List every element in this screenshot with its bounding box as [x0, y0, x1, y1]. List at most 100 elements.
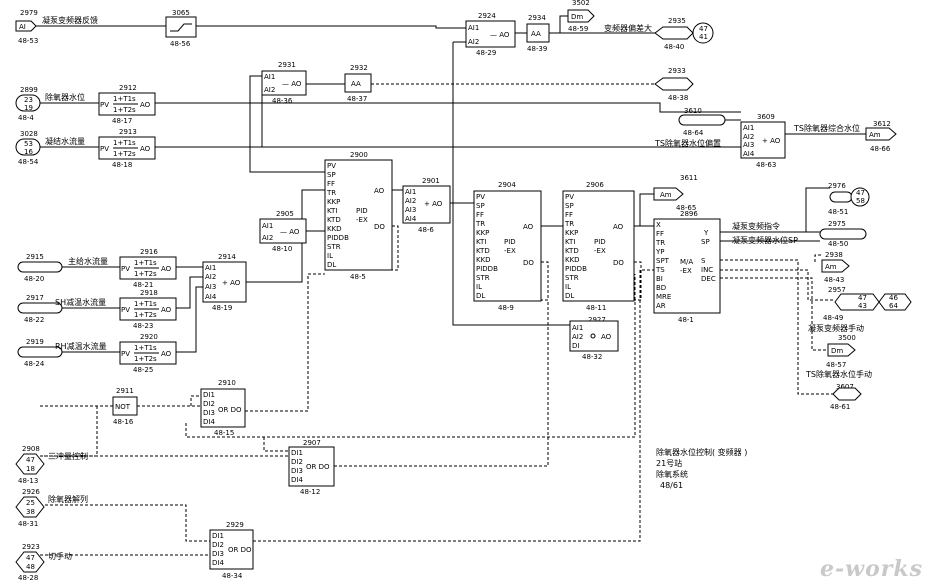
svg-text:2931: 2931 — [278, 61, 296, 69]
svg-text:48-66: 48-66 — [870, 145, 891, 153]
svg-text:48-38: 48-38 — [668, 94, 688, 102]
svg-text:2926: 2926 — [22, 488, 40, 496]
svg-text:48-40: 48-40 — [664, 43, 684, 51]
svg-text:3028: 3028 — [20, 130, 38, 138]
svg-text:3610: 3610 — [684, 107, 702, 115]
svg-text:3609: 3609 — [757, 113, 775, 121]
svg-text:2914: 2914 — [218, 253, 236, 261]
svg-text:AI1: AI1 — [264, 73, 275, 81]
svg-text:三冲量控制: 三冲量控制 — [48, 451, 88, 461]
svg-text:Am: Am — [825, 263, 837, 271]
svg-text:NOT: NOT — [115, 403, 131, 411]
svg-text:1+T2s: 1+T2s — [113, 150, 136, 158]
svg-text:2901: 2901 — [422, 177, 440, 185]
block-2916: 2916 PV 1+T1s 1+T2s AO 48-21 — [119, 248, 177, 289]
svg-text:48-9: 48-9 — [498, 304, 514, 312]
svg-text:2912: 2912 — [119, 84, 137, 92]
svg-text:IL: IL — [565, 283, 571, 291]
svg-text:48-18: 48-18 — [112, 161, 132, 169]
svg-text:AI1: AI1 — [262, 222, 273, 230]
svg-text:48-51: 48-51 — [828, 208, 848, 216]
svg-text:BD: BD — [656, 284, 666, 292]
svg-text:Y: Y — [703, 229, 709, 237]
svg-text:凝泵变频器水位SP: 凝泵变频器水位SP — [732, 235, 798, 245]
output-3610: 3610 48-64 TS除氧器水位偏置 — [654, 107, 726, 148]
svg-text:48-43: 48-43 — [824, 276, 844, 284]
block-2932: 2932 AA 48-37 — [344, 64, 372, 103]
svg-text:DI4: DI4 — [203, 418, 215, 426]
output-2938: 2938 Am 48-43 — [821, 251, 850, 284]
svg-text:TS除氧器水位偏置: TS除氧器水位偏置 — [654, 138, 721, 148]
svg-text:47: 47 — [26, 554, 35, 562]
svg-text:KKD: KKD — [327, 225, 342, 233]
svg-text:48-1: 48-1 — [678, 316, 694, 324]
svg-text:21号站: 21号站 — [656, 458, 682, 468]
svg-text:KKP: KKP — [327, 198, 340, 206]
svg-text:AI4: AI4 — [205, 293, 217, 301]
svg-text:2923: 2923 — [22, 543, 40, 551]
svg-text:43: 43 — [858, 302, 867, 310]
svg-text:1+T1s: 1+T1s — [113, 139, 136, 147]
svg-text:-EX: -EX — [356, 216, 368, 224]
svg-text:IL: IL — [476, 283, 482, 291]
svg-text:MRE: MRE — [656, 293, 671, 301]
block-2905: 2905 AI1 AI2 — AO 48-10 — [259, 210, 307, 253]
svg-text:2979: 2979 — [20, 9, 38, 17]
block-2934: 2934 AA 48-39 — [526, 14, 550, 53]
svg-text:除氧器解列: 除氧器解列 — [48, 494, 88, 504]
svg-text:TR: TR — [475, 220, 485, 228]
svg-text:AO: AO — [161, 265, 172, 273]
svg-text:48-32: 48-32 — [582, 353, 602, 361]
svg-text:2896: 2896 — [680, 210, 698, 218]
svg-text:48/61: 48/61 — [660, 481, 683, 490]
svg-text:2933: 2933 — [668, 67, 686, 75]
svg-text:AI2: AI2 — [743, 133, 754, 141]
svg-text:48-37: 48-37 — [347, 95, 367, 103]
svg-text:48-54: 48-54 — [18, 158, 39, 166]
svg-text:2910: 2910 — [218, 379, 236, 387]
block-2907: 2907 DI1 DI2 DI3 DI4 OR DO 48-12 — [288, 439, 335, 496]
block-2931: 2931 AI1 AI2 — AO 48-36 — [261, 61, 307, 105]
output-2957: 2957 47 43 46 64 48-49 凝泵变频器手动 — [808, 286, 912, 333]
svg-text:2934: 2934 — [528, 14, 546, 22]
svg-text:AI3: AI3 — [743, 141, 754, 149]
svg-text:48-12: 48-12 — [300, 488, 320, 496]
svg-text:1+T1s: 1+T1s — [134, 344, 157, 352]
svg-text:2908: 2908 — [22, 445, 40, 453]
svg-text:KTD: KTD — [327, 216, 341, 224]
svg-text:DI3: DI3 — [212, 550, 224, 558]
svg-text:23: 23 — [24, 96, 33, 104]
block-2924: 2924 AI1 AI2 — AO 48-29 — [465, 12, 516, 57]
block-2927: 2927 AI1 AI2 DI AO 48-32 — [569, 316, 619, 361]
svg-text:-EX: -EX — [680, 267, 692, 275]
svg-text:48-25: 48-25 — [133, 366, 153, 374]
svg-text:INC: INC — [701, 266, 713, 274]
svg-text:PIDDB: PIDDB — [565, 265, 587, 273]
svg-text:FF: FF — [656, 230, 664, 238]
output-3500: 3500 Dm 48-57 TS除氧器水位手动 — [805, 334, 872, 379]
block-2918: 2918 PV 1+T1s 1+T2s AO 48-23 — [119, 289, 177, 330]
svg-text:2907: 2907 — [303, 439, 321, 447]
svg-text:3065: 3065 — [172, 9, 190, 17]
svg-text:46: 46 — [889, 294, 898, 302]
input-2917: 2917 48-22 SH减温水流量 — [17, 294, 106, 324]
svg-text:— AO: — AO — [282, 80, 302, 88]
svg-text:IL: IL — [327, 252, 333, 260]
svg-text:2927: 2927 — [588, 316, 606, 324]
svg-text:1+T1s: 1+T1s — [134, 300, 157, 308]
svg-text:AA: AA — [351, 80, 361, 88]
svg-text:48-24: 48-24 — [24, 360, 45, 368]
svg-text:SP: SP — [701, 238, 710, 246]
svg-text:2904: 2904 — [498, 181, 516, 189]
svg-text:DI2: DI2 — [212, 541, 224, 549]
svg-text:KTD: KTD — [565, 247, 579, 255]
svg-text:KTI: KTI — [565, 238, 575, 246]
svg-text:58: 58 — [856, 197, 865, 205]
svg-text:SP: SP — [327, 171, 336, 179]
svg-text:48-19: 48-19 — [212, 304, 232, 312]
svg-text:1+T2s: 1+T2s — [113, 106, 136, 114]
svg-text:3611: 3611 — [680, 174, 698, 182]
svg-text:-EX: -EX — [594, 247, 606, 255]
svg-text:STR: STR — [476, 274, 490, 282]
wires — [36, 15, 866, 556]
